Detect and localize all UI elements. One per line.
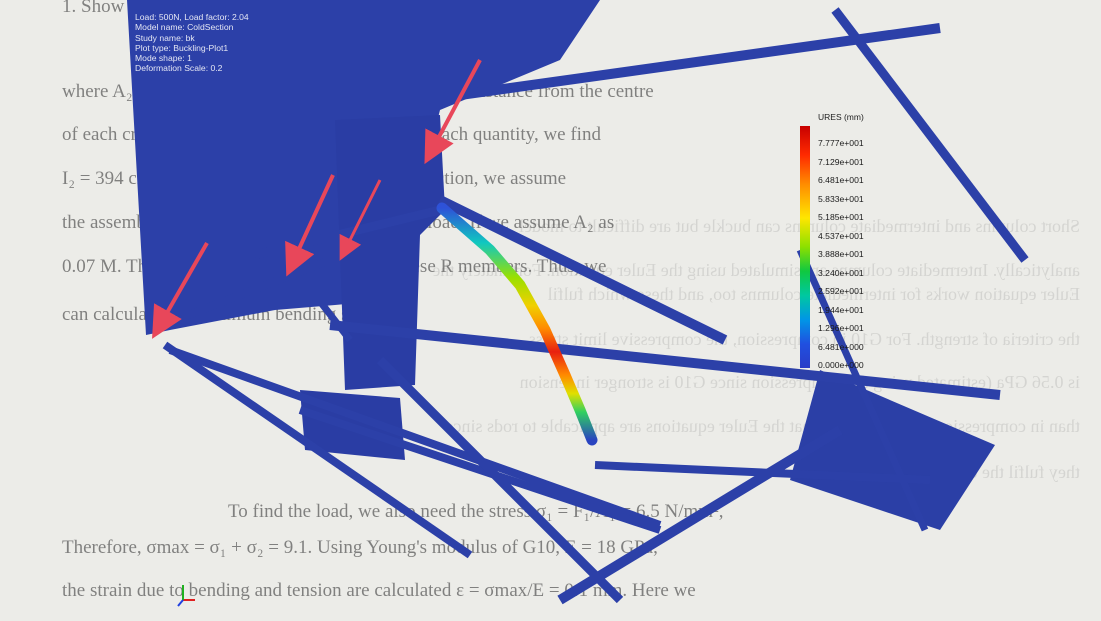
- legend-value: 6.481e+000: [818, 341, 864, 352]
- sim-info-load: Load: 500N, Load factor: 2.04: [135, 12, 249, 22]
- rod-top-right-2: [831, 7, 1029, 263]
- legend-color-bar: [800, 126, 810, 368]
- scanned-text-line: Therefore, σmax = σ₁ + σ₂ = 9.1. Using Y…: [62, 537, 658, 558]
- legend-value: 3.888e+001: [818, 249, 864, 259]
- rod-left-2: [162, 341, 473, 559]
- legend-value: 7.777e+001: [818, 138, 864, 148]
- legend-value: 6.481e+001: [818, 175, 864, 185]
- rod-bottom-3: [557, 425, 843, 605]
- legend-value: 2.592e+001: [818, 286, 864, 296]
- bleed-through-text-line: analytically. Intermediate columns are s…: [432, 260, 1080, 280]
- sim-info-model-name: Model name: ColdSection: [135, 22, 234, 33]
- sim-info-deformation-scale: Deformation Scale: 0.2: [135, 63, 223, 74]
- arrow-1: [152, 242, 209, 339]
- rod-diag-right: [437, 195, 728, 345]
- buckling-rod-colored: [436, 202, 598, 446]
- legend-value: 1.944e+001: [818, 304, 864, 315]
- rod-right-2: [796, 248, 929, 532]
- rod-left-3: [168, 346, 662, 529]
- legend-value: 4.537e+001: [818, 230, 864, 241]
- arrow-2: [285, 174, 335, 277]
- bleed-through-text-line: Euler equation works for intermediate co…: [548, 284, 1080, 304]
- arrow-3: [424, 59, 482, 165]
- displacement-legend: URES (mm) 7.777e+001 7.129e+001 6.481e+001…: [788, 112, 880, 380]
- scanned-text-line: the strain due to bending and tension ar…: [62, 580, 696, 601]
- sim-info-plot-type: Plot type: Buckling-Plot1: [135, 42, 229, 53]
- rod-bottom-1: [298, 406, 662, 534]
- annotation-arrows: [152, 59, 482, 339]
- legend-value: 1.296e+001: [818, 323, 864, 333]
- legend-value: 5.185e+001: [818, 212, 864, 222]
- center-block: [335, 115, 445, 390]
- legend-title: URES (mm): [818, 112, 864, 122]
- rod-bottom-2: [376, 356, 624, 604]
- legend-value: 5.833e+001: [818, 193, 864, 204]
- axis-triad-icon: [177, 585, 195, 607]
- sim-info-mode-shape: Mode shape: 1: [135, 53, 192, 64]
- simulation-info-panel: Load: 500N, Load factor: 2.04 Model name…: [135, 12, 249, 74]
- sim-info-study-name: Study name: bk: [135, 32, 195, 43]
- rod-cross-right: [329, 320, 1001, 400]
- bleed-through-text-line: Short columns and intermediate columns c…: [519, 216, 1080, 236]
- legend-value: 3.240e+001: [818, 267, 864, 278]
- arrow-4: [339, 179, 382, 261]
- bleed-through-text-line: than in compression). Thus, we find that…: [445, 416, 1080, 437]
- rod-right-1: [594, 461, 931, 484]
- legend-value: 0.000e+000: [818, 360, 864, 370]
- legend-value: 7.129e+001: [818, 156, 864, 167]
